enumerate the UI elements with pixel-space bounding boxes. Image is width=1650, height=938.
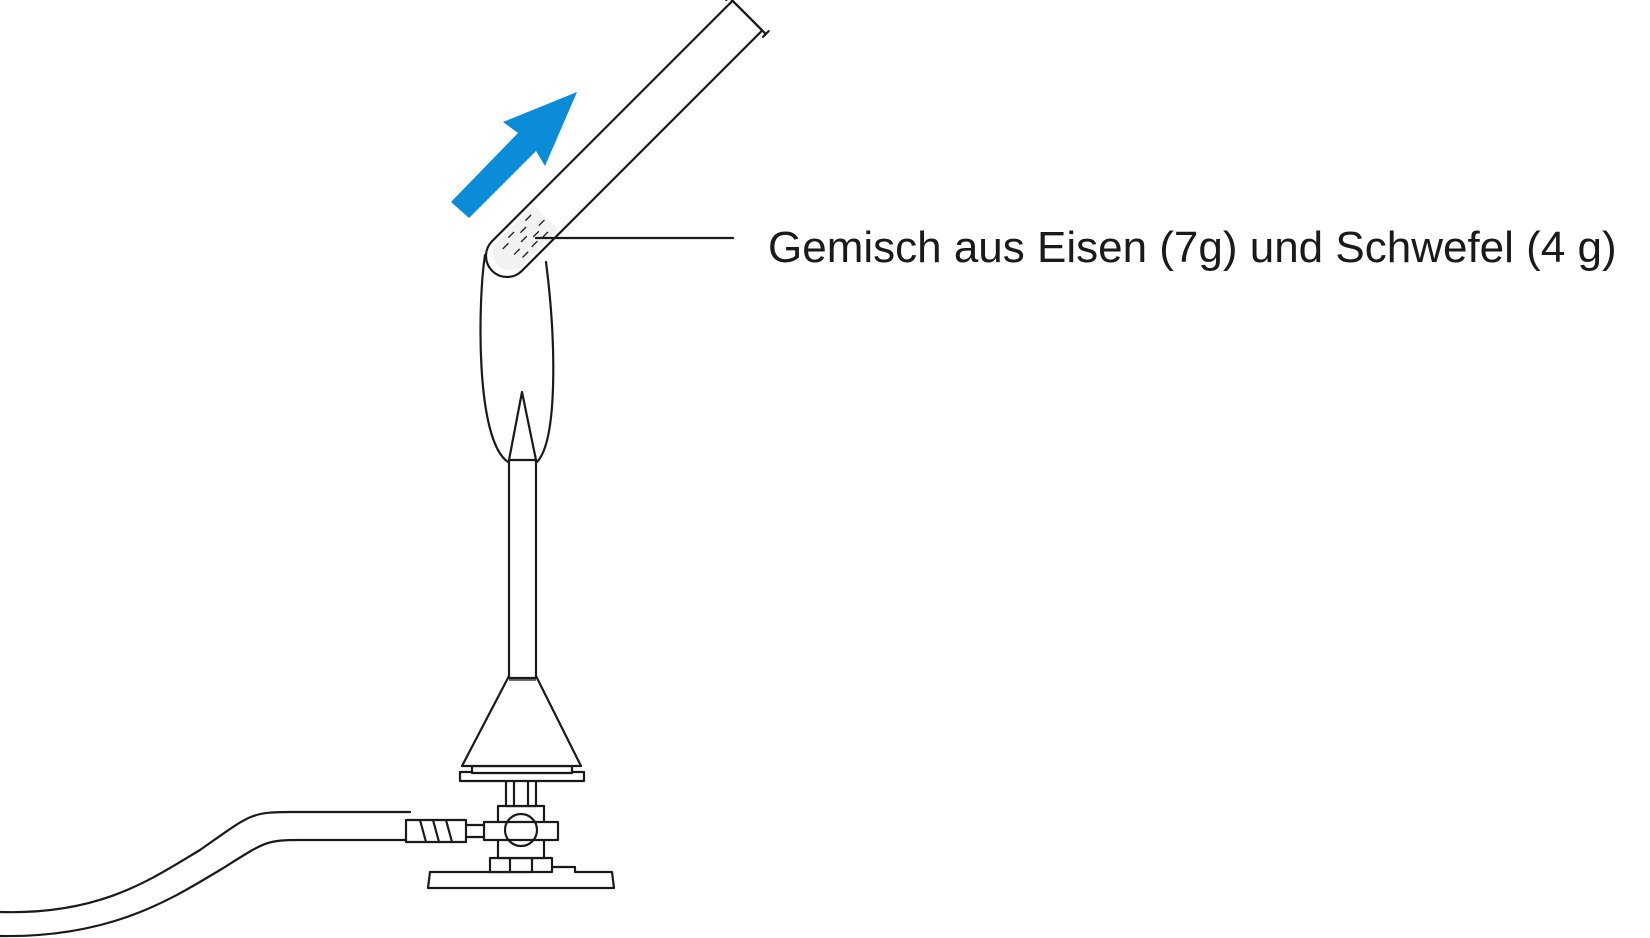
burner-tube (507, 458, 538, 681)
burner-foot (426, 856, 616, 890)
burner-neck (504, 778, 538, 808)
flame (479, 253, 555, 464)
air-regulator-plate (458, 764, 586, 783)
burner-cone (460, 674, 583, 768)
up-right-arrow-icon (451, 92, 577, 218)
gas-hose (0, 810, 412, 938)
test-tube (484, 0, 770, 279)
hose-nozzle (404, 818, 490, 844)
mixture-label: Gemisch aus Eisen (7g) und Schwefel (4 g… (768, 223, 1617, 272)
gas-valve (482, 804, 560, 860)
iron-sulfur-mixture (492, 205, 558, 271)
